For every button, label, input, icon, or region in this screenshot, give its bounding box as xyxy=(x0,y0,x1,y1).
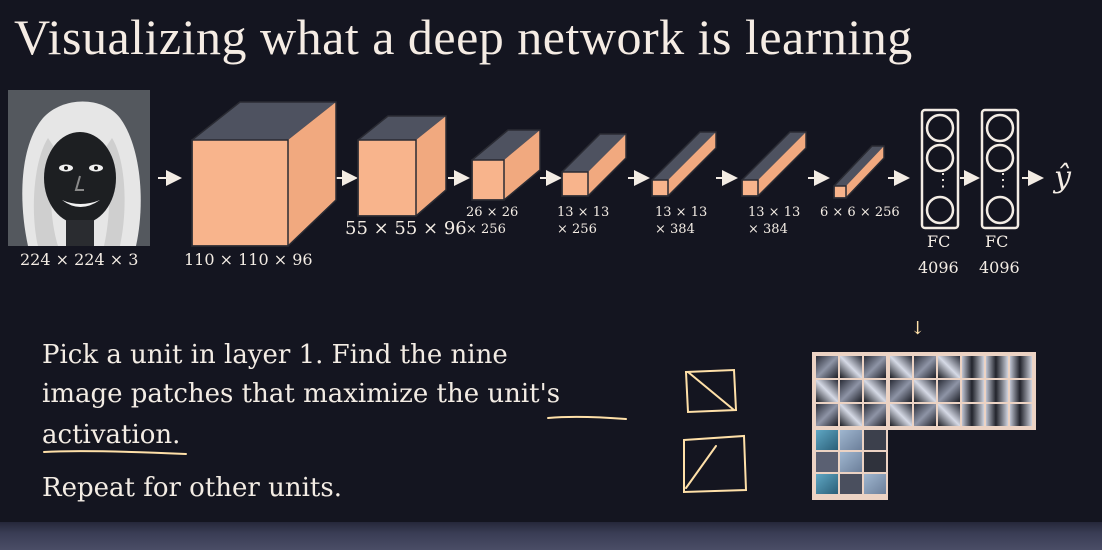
fc1-dots: ⋮ xyxy=(934,170,952,191)
cube-layer-6 xyxy=(741,131,807,197)
layer-4-dims-line2: × 256 xyxy=(557,222,597,237)
layer-6-dims-line2: × 384 xyxy=(748,222,788,237)
layer-7-dims: 6 × 6 × 256 xyxy=(820,205,900,220)
patch-block-4 xyxy=(816,430,886,494)
underline-activation xyxy=(43,450,187,455)
layer-3-dims-line1: 26 × 26 xyxy=(466,205,519,220)
cube-layer-4 xyxy=(561,133,627,197)
patch-block-2 xyxy=(890,356,960,426)
body-line-2-prefix: image patches that maximize the xyxy=(42,379,488,409)
fc-layer-1 xyxy=(920,108,960,230)
underline-units xyxy=(547,415,627,420)
fc2-units: 4096 xyxy=(979,258,1020,277)
layer-6-dims-line1: 13 × 13 xyxy=(748,205,801,220)
input-dims-label: 224 × 224 × 3 xyxy=(20,250,139,269)
body-line-4: Repeat for other units. xyxy=(42,473,342,503)
patch-block-1 xyxy=(816,356,886,426)
patch-grid xyxy=(812,352,1036,500)
fc2-dots: ⋮ xyxy=(994,170,1012,191)
cube-layer-2 xyxy=(357,115,447,217)
cube-layer-1 xyxy=(191,101,337,247)
body-line-3: activation. xyxy=(42,420,181,450)
layer-2-dims: 55 × 55 × 96 xyxy=(345,218,467,239)
slide-title: Visualizing what a deep network is learn… xyxy=(14,9,913,65)
layer-3-dims-line2: × 256 xyxy=(466,222,506,237)
body-line-2: image patches that maximize the unit's xyxy=(42,379,560,409)
cube-layer-3 xyxy=(471,129,541,201)
cube-layer-7 xyxy=(833,145,885,199)
sketch-patch-2 xyxy=(683,434,748,494)
sketch-patch-1 xyxy=(684,368,738,414)
fc1-type: FC xyxy=(927,232,951,251)
handwritten-down-arrow: ↓ xyxy=(910,318,926,339)
layer-5-dims-line1: 13 × 13 xyxy=(655,205,708,220)
layer-1-dims: 110 × 110 × 96 xyxy=(184,250,313,269)
bottom-bar xyxy=(0,522,1102,550)
fc2-type: FC xyxy=(985,232,1009,251)
layer-4-dims-line1: 13 × 13 xyxy=(557,205,610,220)
fc1-units: 4096 xyxy=(918,258,959,277)
body-line-2-underlined: unit's xyxy=(487,379,561,409)
output-y-hat: ŷ xyxy=(1054,160,1071,195)
body-line-1: Pick a unit in layer 1. Find the nine xyxy=(42,340,508,370)
fc-layer-2 xyxy=(980,108,1020,230)
patch-block-3 xyxy=(962,356,1032,426)
layer-5-dims-line2: × 384 xyxy=(655,222,695,237)
input-face-image xyxy=(8,90,150,246)
cube-layer-5 xyxy=(651,131,717,197)
handwriting-annotations xyxy=(43,368,748,494)
